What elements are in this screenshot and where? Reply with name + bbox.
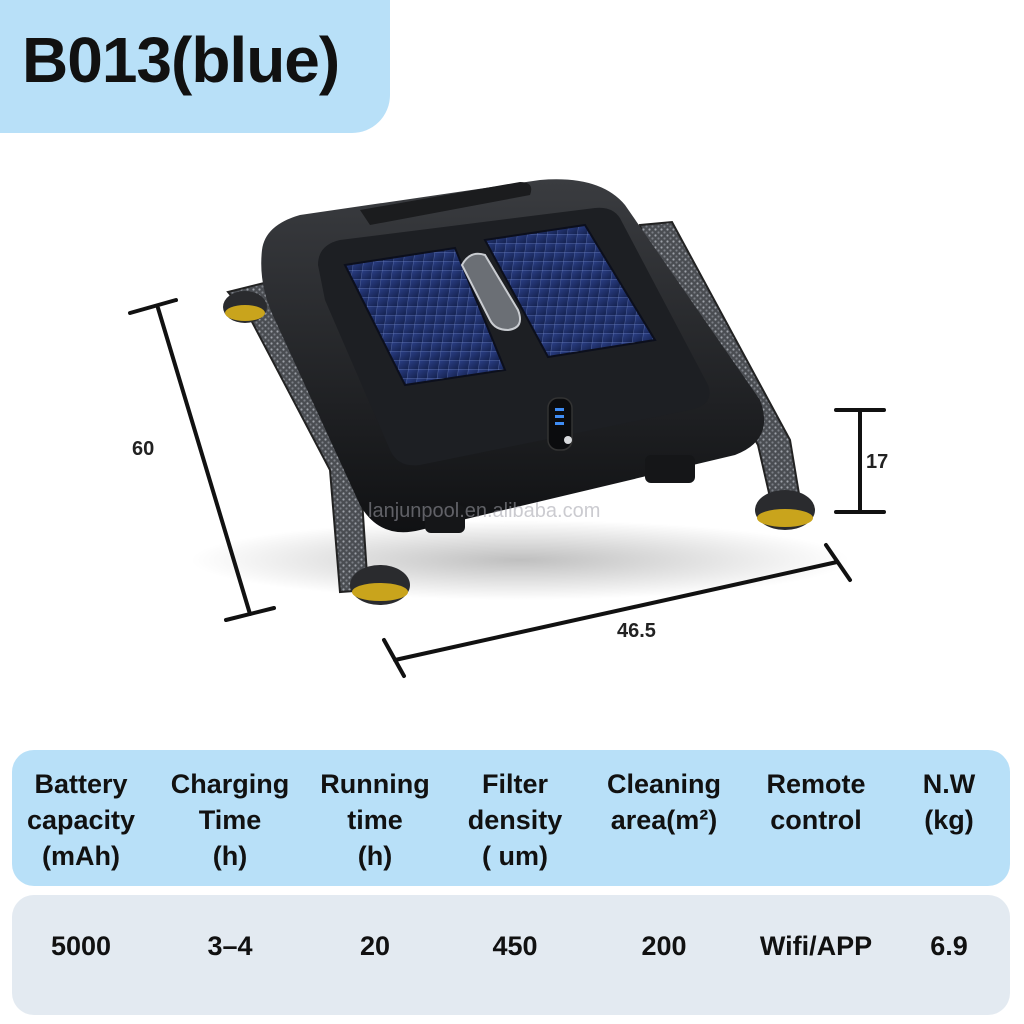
value-battery-capacity: 5000 — [50, 931, 112, 961]
header-net-weight: N.W(kg) — [922, 769, 976, 835]
depth-label: 60 — [132, 438, 155, 460]
foot-left-front — [350, 565, 410, 605]
solar-panel-right — [483, 223, 657, 359]
product-illustration — [128, 179, 886, 678]
depth-dimension-line — [156, 306, 252, 616]
value-filter-density: 450 — [492, 931, 538, 961]
foot-right-front — [755, 490, 815, 530]
foot-left-back — [223, 291, 267, 323]
width-label: 46.5 — [617, 620, 656, 642]
value-running-time: 20 — [359, 931, 391, 961]
watermark-text: lanjunpool.en.alibaba.com — [368, 500, 601, 522]
title-tab: B013(blue) — [0, 0, 390, 133]
width-dimension-line — [393, 560, 839, 662]
value-charging-time: 3–4 — [207, 931, 253, 961]
spec-value-row: 5000 3–4 20 450 200 Wifi/APP 6.9 — [12, 895, 1010, 1015]
value-remote-control: Wifi/APP — [759, 931, 873, 961]
solar-panel-left — [343, 246, 507, 387]
value-cleaning-area: 200 — [641, 931, 687, 961]
product-title: B013(blue) — [22, 24, 340, 96]
height-label: 17 — [866, 451, 889, 473]
value-net-weight: 6.9 — [930, 931, 968, 961]
